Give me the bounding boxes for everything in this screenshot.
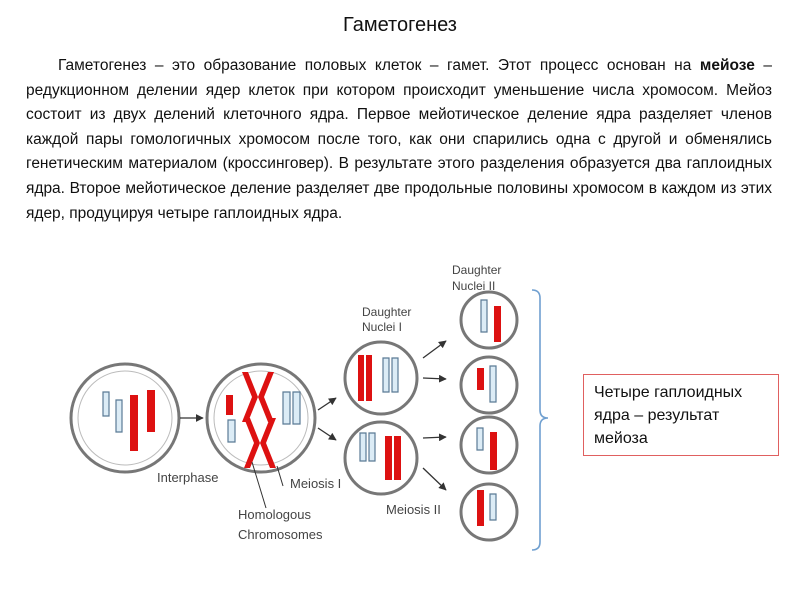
- label-pointer: [276, 465, 284, 487]
- slide-title: Гаметогенез: [343, 14, 457, 36]
- arrow: [422, 374, 447, 383]
- chromosome: [292, 391, 301, 425]
- daughter-nucleus-ii-3: [459, 415, 519, 475]
- daughter-nucleus-ii-1: [459, 290, 519, 350]
- chromosome: [358, 355, 364, 401]
- chromosome: [147, 390, 155, 432]
- chromosome: [244, 418, 276, 468]
- chromosome: [102, 391, 110, 417]
- chromosome: [394, 436, 401, 480]
- daughter-nucleus-2: [343, 420, 419, 496]
- chromosome: [489, 493, 497, 521]
- label-daughter-nuclei-2-line1: Daughter: [452, 263, 501, 277]
- daughter-nucleus-ii-4: [459, 482, 519, 542]
- label-interphase: Interphase: [157, 470, 218, 485]
- chromosome: [368, 432, 376, 462]
- chromosome: [477, 368, 484, 390]
- daughter-nucleus-1: [343, 340, 419, 416]
- chromosome: [476, 427, 484, 451]
- arrow: [422, 433, 447, 442]
- daughter-nucleus-ii-2: [459, 355, 519, 415]
- bracket: [531, 289, 549, 551]
- label-daughter-nuclei-2-line2: Nuclei II: [452, 279, 495, 293]
- chromosome: [489, 365, 497, 403]
- chromosome: [359, 432, 367, 462]
- label-homologous: Homologous: [238, 507, 311, 522]
- result-line-2: ядра – результат: [594, 407, 720, 424]
- arrow: [317, 427, 337, 441]
- arrow: [422, 340, 447, 359]
- chromosome: [226, 395, 233, 415]
- meiosis-one-cell: [205, 362, 317, 474]
- chromosome: [227, 419, 236, 443]
- chromosome: [480, 299, 488, 333]
- chromosome: [282, 391, 291, 425]
- result-line-1: Четыре гаплоидных: [594, 384, 743, 401]
- chromosome: [494, 306, 501, 342]
- chromosome: [130, 395, 138, 451]
- chromosome: [366, 355, 372, 401]
- chromosome: [115, 399, 123, 433]
- paragraph-bold-term: мейозе: [699, 57, 755, 74]
- chromosome: [490, 432, 497, 470]
- result-line-3: мейоза: [594, 430, 648, 447]
- label-meiosis-2: Meiosis II: [386, 502, 441, 517]
- chromosome: [382, 357, 390, 393]
- chromosome: [385, 436, 392, 480]
- chromosome: [391, 357, 399, 393]
- paragraph-text-1: Гаметогенез – это образование половых кл…: [58, 57, 700, 74]
- label-chromosomes: Chromosomes: [238, 527, 323, 542]
- label-daughter-nuclei-1-line2: Nuclei I: [362, 320, 402, 334]
- label-daughter-nuclei-1-line1: Daughter: [362, 305, 411, 319]
- arrow: [422, 467, 447, 491]
- result-callout: Четыре гаплоидных ядра – результат мейоз…: [583, 374, 779, 456]
- chromosome: [242, 372, 274, 422]
- label-meiosis-1: Meiosis I: [290, 476, 341, 491]
- arrow: [317, 397, 337, 411]
- label-pointer: [251, 461, 267, 509]
- body-paragraph: Гаметогенез – это образование половых кл…: [26, 54, 772, 226]
- interphase-cell: [69, 362, 181, 474]
- paragraph-text-2: – редукционном делении ядер клеток при к…: [26, 57, 772, 222]
- chromosome: [477, 490, 484, 526]
